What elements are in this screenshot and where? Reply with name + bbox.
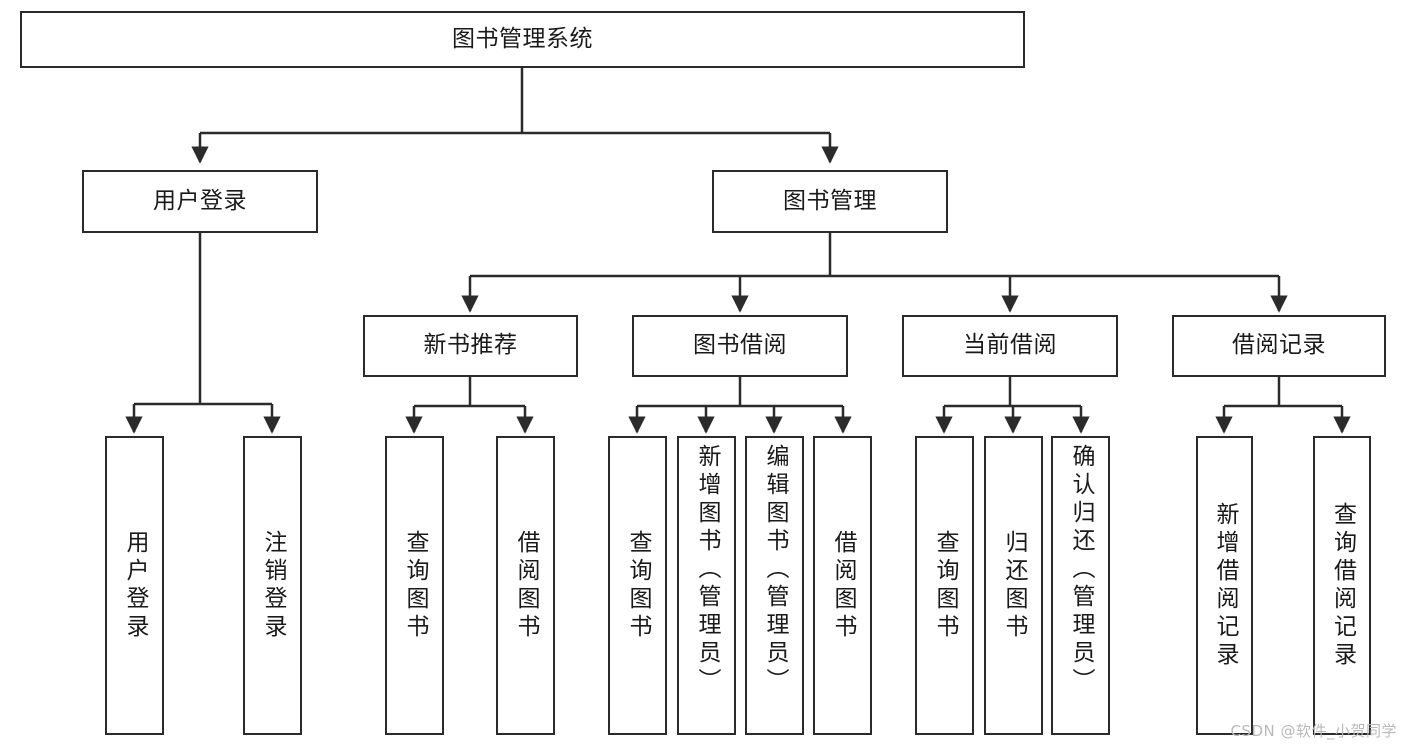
- leaf-user-login-logout[interactable]: 注销登录: [243, 436, 302, 735]
- leaf-borrow-edit-book-admin[interactable]: 编辑图书（管理员）: [745, 436, 804, 735]
- node-label: 图书管理: [783, 187, 877, 214]
- node-label: 借阅图书: [830, 529, 856, 642]
- leaf-current-confirm-return-admin[interactable]: 确认归还（管理员）: [1051, 436, 1110, 735]
- node-root-system[interactable]: 图书管理系统: [20, 11, 1025, 68]
- leaf-borrow-add-book-admin[interactable]: 新增图书（管理员）: [677, 436, 736, 735]
- node-label: 用户登录: [153, 187, 247, 214]
- leaf-recommend-borrow-book[interactable]: 借阅图书: [496, 436, 555, 735]
- node-label: 归还图书: [1001, 529, 1027, 642]
- leaf-record-query-borrow-record[interactable]: 查询借阅记录: [1313, 436, 1371, 735]
- node-label: 确认归还（管理员）: [1068, 444, 1094, 696]
- node-label: 借阅记录: [1232, 332, 1326, 359]
- node-new-book-recommend[interactable]: 新书推荐: [363, 315, 578, 377]
- node-label: 当前借阅: [963, 332, 1057, 359]
- node-current-borrow[interactable]: 当前借阅: [902, 315, 1118, 377]
- node-label: 查询图书: [402, 529, 428, 642]
- node-book-management[interactable]: 图书管理: [712, 170, 948, 233]
- node-user-login[interactable]: 用户登录: [82, 170, 318, 233]
- node-label: 新增借阅记录: [1212, 501, 1238, 670]
- leaf-current-query-book[interactable]: 查询图书: [915, 436, 974, 735]
- node-label: 用户登录: [122, 529, 148, 642]
- node-borrow-record[interactable]: 借阅记录: [1172, 315, 1386, 377]
- node-label: 查询图书: [625, 529, 651, 642]
- node-label: 编辑图书（管理员）: [762, 444, 788, 696]
- watermark-text: CSDN @软件_小贺同学: [1230, 722, 1397, 740]
- node-label: 借阅图书: [513, 529, 539, 642]
- node-book-borrow[interactable]: 图书借阅: [632, 315, 848, 377]
- node-label: 新增图书（管理员）: [694, 444, 720, 696]
- node-label: 新书推荐: [423, 332, 518, 359]
- node-label: 注销登录: [260, 529, 286, 642]
- node-label: 查询图书: [932, 529, 958, 642]
- leaf-user-login-login[interactable]: 用户登录: [105, 436, 164, 735]
- leaf-recommend-query-book[interactable]: 查询图书: [385, 436, 444, 735]
- node-label: 图书管理系统: [452, 25, 593, 52]
- leaf-record-add-borrow-record[interactable]: 新增借阅记录: [1196, 436, 1253, 735]
- leaf-borrow-borrow-book[interactable]: 借阅图书: [813, 436, 872, 735]
- node-label: 查询借阅记录: [1329, 501, 1356, 670]
- node-label: 图书借阅: [693, 332, 787, 359]
- leaf-borrow-query-book[interactable]: 查询图书: [608, 436, 667, 735]
- leaf-current-return-book[interactable]: 归还图书: [984, 436, 1043, 735]
